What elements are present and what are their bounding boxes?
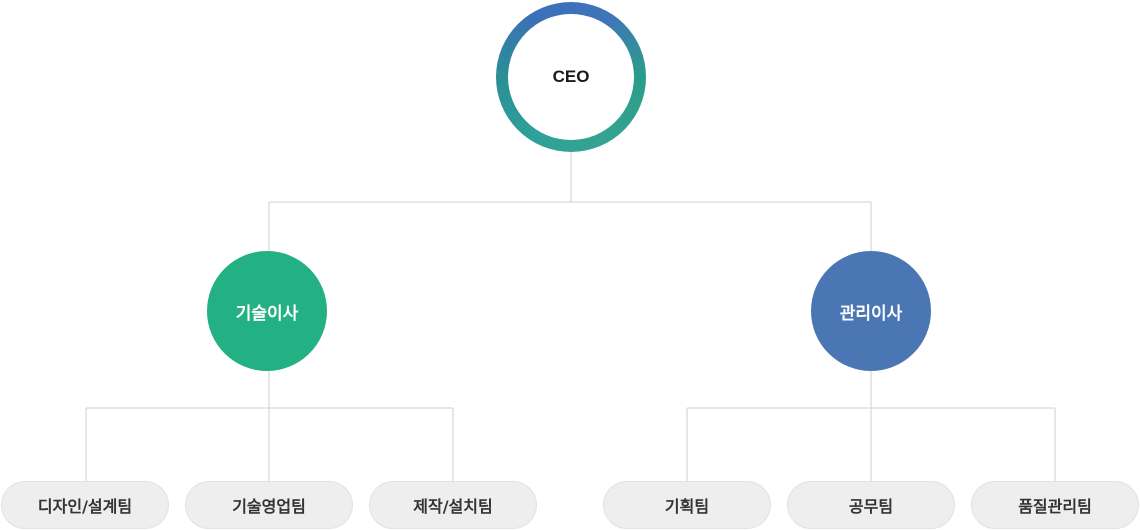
team-manufacturing-installation: 제작/설치팀: [369, 481, 537, 529]
team-public-affairs: 공무팀: [787, 481, 955, 529]
team-quality-management: 품질관리팀: [971, 481, 1139, 529]
director-technical: 기술이사: [207, 251, 327, 371]
team-technical-sales: 기술영업팀: [185, 481, 353, 529]
director-administration-label: 관리이사: [839, 303, 903, 324]
team-planning: 기획팀: [603, 481, 771, 529]
team-design-engineering: 디자인/설계팀: [1, 481, 169, 529]
team-label: 품질관리팀: [1018, 497, 1092, 516]
team-label: 기획팀: [664, 497, 710, 516]
ceo-node-inner: CEO: [508, 14, 634, 140]
director-administration: 관리이사: [811, 251, 931, 371]
team-label: 디자인/설계팀: [37, 497, 133, 516]
director-technical-label: 기술이사: [235, 303, 299, 324]
team-label: 제작/설치팀: [413, 497, 493, 516]
ceo-node: CEO: [496, 2, 646, 152]
team-label: 공무팀: [848, 497, 894, 516]
ceo-label: CEO: [552, 67, 590, 86]
team-label: 기술영업팀: [232, 497, 306, 516]
